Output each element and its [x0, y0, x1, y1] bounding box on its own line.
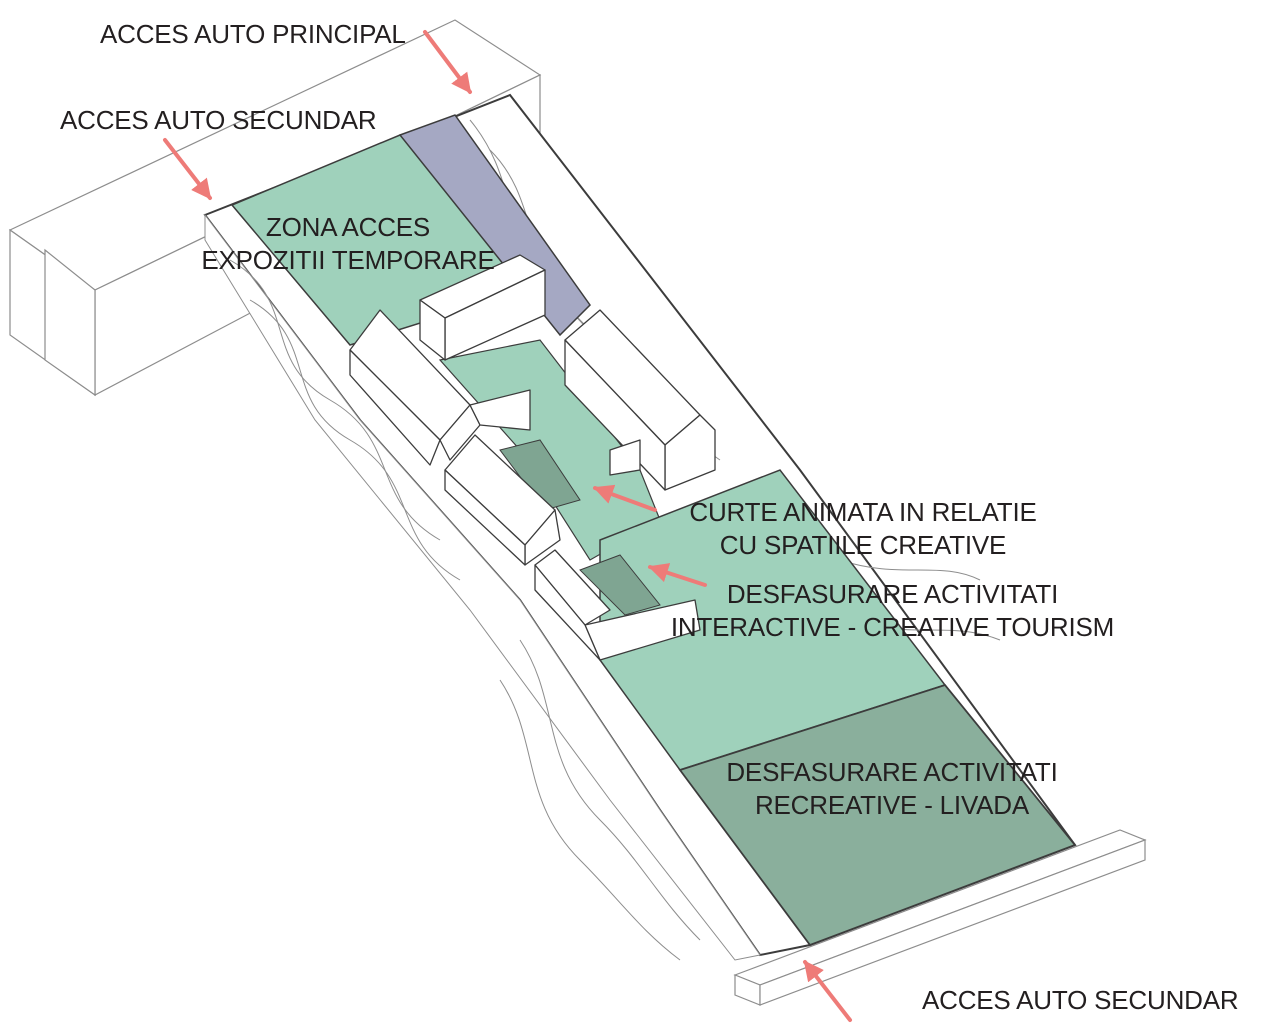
zone-orchard [678, 683, 1077, 947]
building-center [444, 434, 561, 566]
label-curte-line2: CU SPATIILE CREATIVE [719, 530, 1007, 560]
label-curte-animata: CURTE ANIMATA IN RELATIE CU SPATIILE CRE… [658, 496, 1068, 562]
arrow-acces-secundar-bottom [803, 960, 852, 1022]
bottom-street-block [733, 829, 1147, 1006]
label-interactive-line1: DESFASURARE ACTIVITATI [726, 579, 1059, 609]
label-acces-principal: ACCES AUTO PRINCIPAL [100, 19, 406, 49]
label-activitati-interactive: DESFASURARE ACTIVITATI INTERACTIVE - CRE… [645, 578, 1140, 644]
label-acces-secundar-bottom: ACCES AUTO SECUNDAR [922, 985, 1239, 1015]
building-south [534, 549, 701, 661]
label-recreative-line1: DESFASURARE ACTIVITATI [726, 757, 1058, 787]
label-zona-acces: ZONA ACCES EXPOZITII TEMPORARE [188, 211, 508, 277]
label-interactive-line2: INTERACTIVE - CREATIVE TOURISM [670, 612, 1115, 642]
label-recreative-line2: RECREATIVE - LIVADA [754, 790, 1030, 820]
building-north [419, 254, 546, 361]
label-acces-secundar-top: ACCES AUTO SECUNDAR [60, 105, 377, 135]
label-zona-acces-line1: ZONA ACCES [265, 212, 431, 242]
access-arrows [163, 30, 852, 1022]
building-west-long [349, 309, 531, 466]
arrow-interactive [648, 563, 707, 587]
label-activitati-recreative: DESFASURARE ACTIVITATI RECREATIVE - LIVA… [702, 756, 1082, 822]
label-zona-acces-line2: EXPOZITII TEMPORARE [201, 245, 495, 275]
zone-courtyard-dark-2 [579, 554, 661, 616]
arrow-acces-principal [423, 30, 472, 94]
building-east-long [564, 309, 716, 491]
label-curte-line1: CURTE ANIMATA IN RELATIE [689, 497, 1037, 527]
arrow-acces-secundar-top [163, 138, 212, 200]
buildings [349, 254, 716, 661]
arrow-curte [593, 484, 657, 512]
